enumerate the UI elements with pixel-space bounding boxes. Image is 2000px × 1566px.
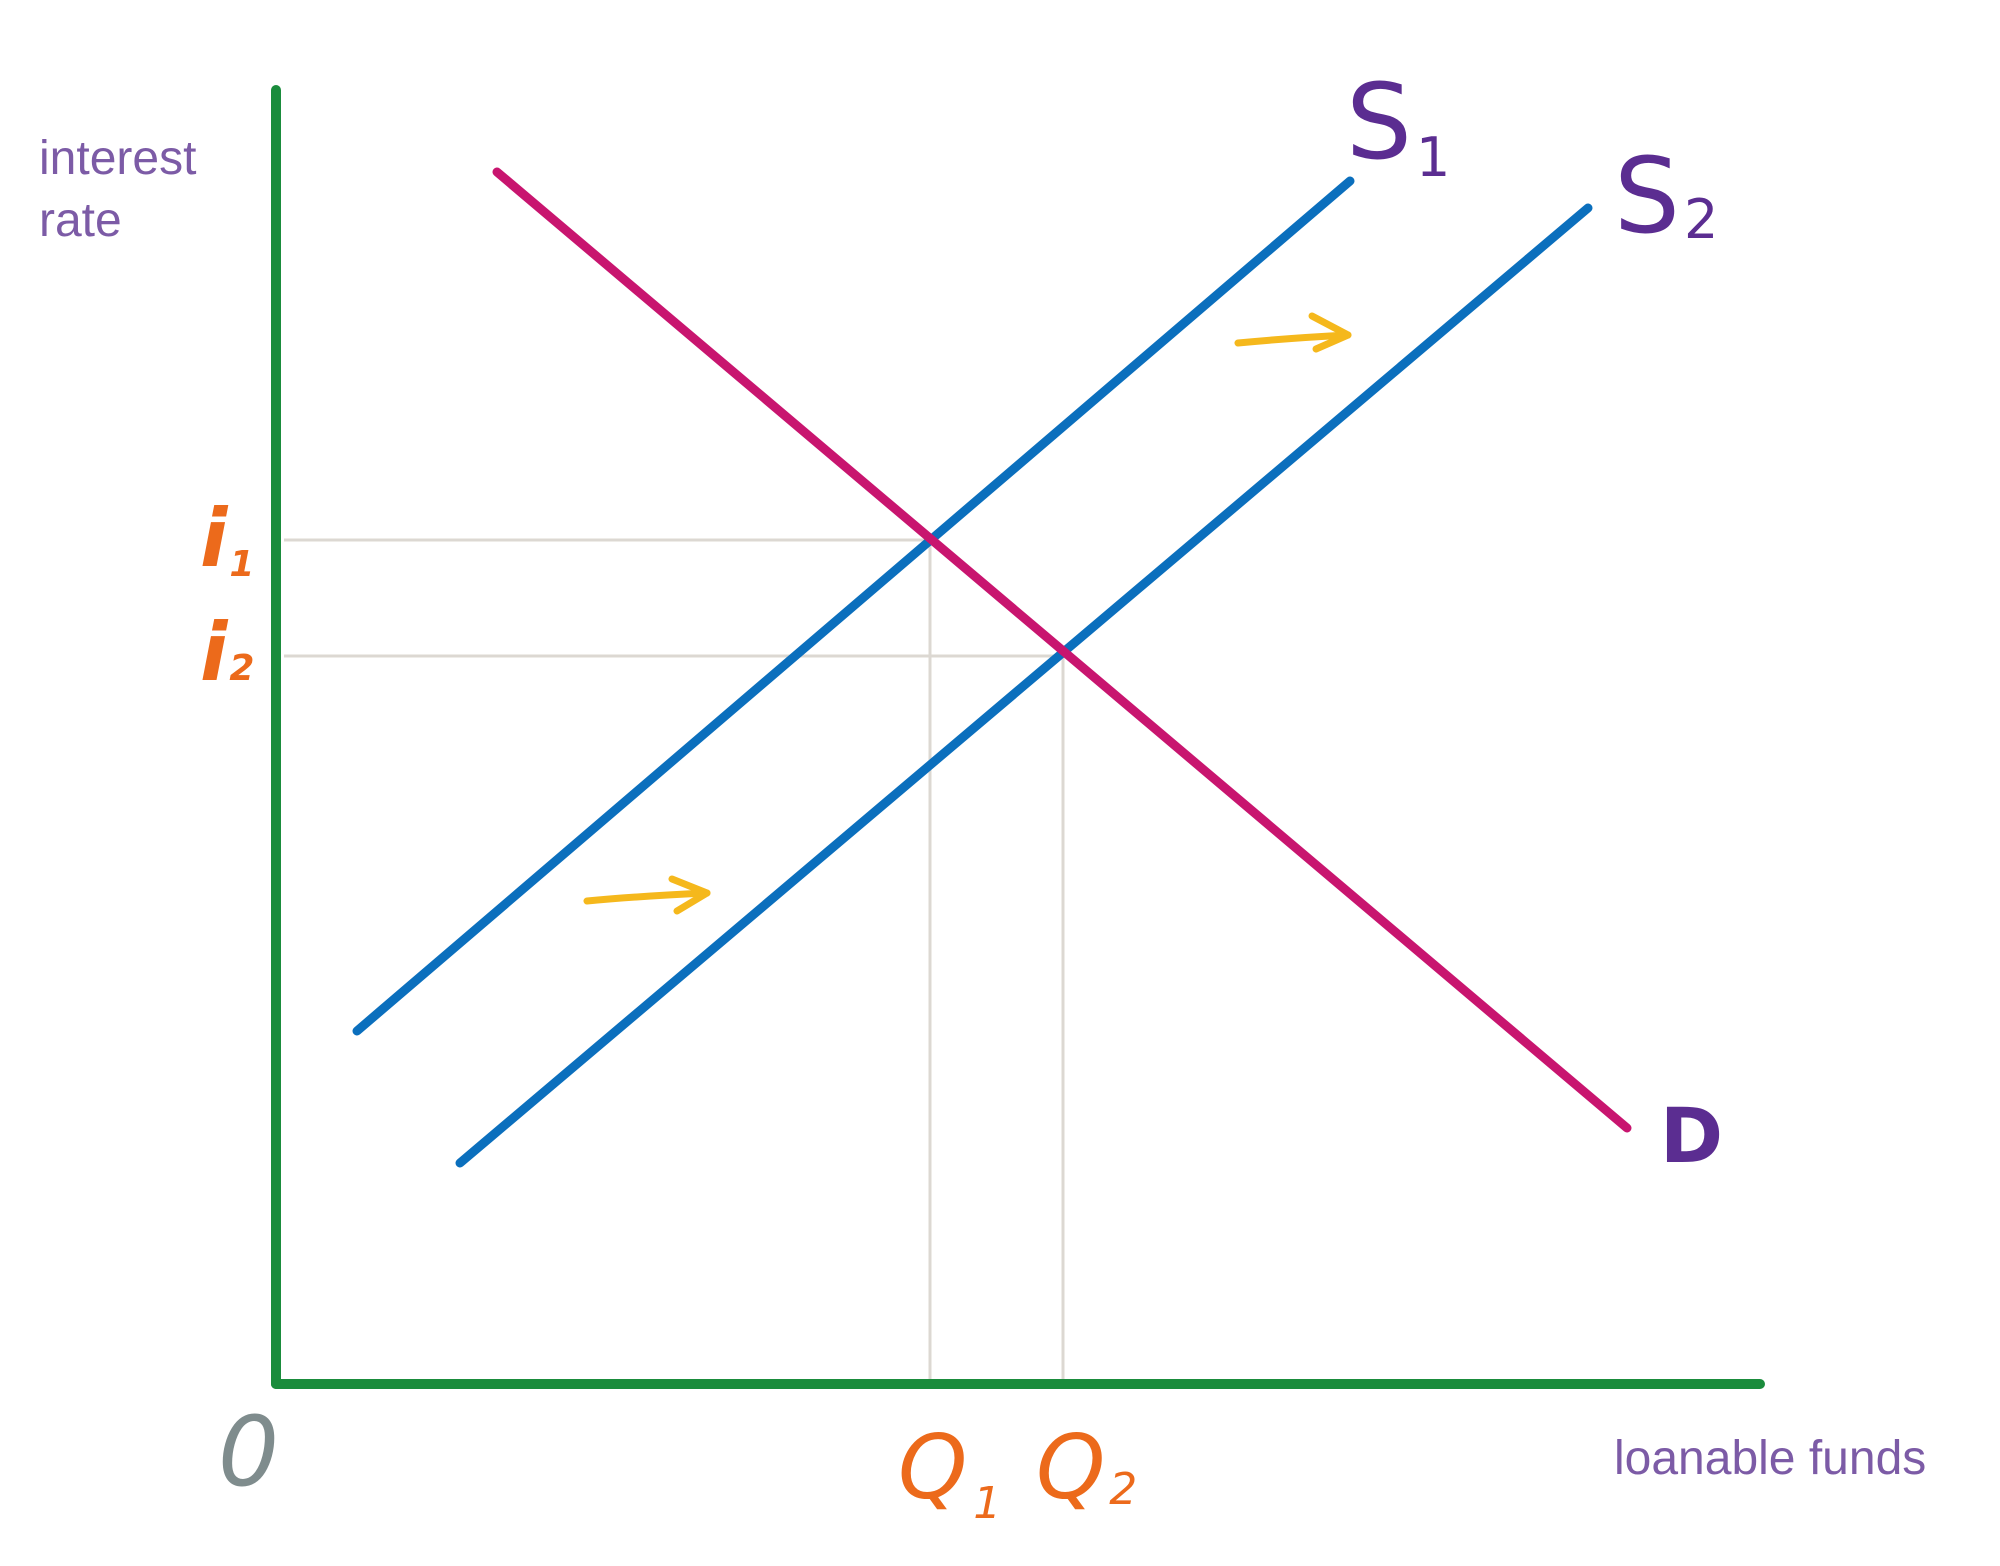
rate-1-label: i1 (200, 492, 254, 585)
supply-curve-2 (455, 203, 1593, 1168)
y-axis-label-line-2: rate (39, 194, 122, 247)
supply-2-label-sub: 2 (1684, 188, 1718, 251)
quantity-2-label-main: Q (1036, 1416, 1105, 1519)
supply-1-label-main: S (1346, 61, 1412, 183)
quantity-2-label-sub: 2 (1109, 1464, 1137, 1515)
shift-arrow-upper (1234, 312, 1352, 353)
rate-2-label-sub: 2 (229, 648, 254, 689)
rate-2-label: i2 (200, 606, 254, 699)
axes (271, 85, 1765, 1389)
supply-1-label: S1 (1346, 61, 1450, 189)
rate-1-label-main: i (200, 492, 229, 585)
supply-2-label: S2 (1614, 135, 1718, 257)
x-axis-label: loanable funds (1614, 1432, 1926, 1485)
demand-label: D (1660, 1091, 1723, 1180)
origin-label: 0 (218, 1396, 279, 1508)
rate-1-label-sub: 1 (229, 544, 254, 585)
quantity-2-label: Q2 (1036, 1416, 1137, 1519)
demand-curve (492, 167, 1632, 1133)
quantity-1-label-sub: 1 (973, 1478, 1001, 1529)
supply-2-label-main: S (1614, 135, 1680, 257)
shift-arrow-lower (583, 875, 711, 915)
rate-2-label-main: i (200, 606, 229, 699)
supply-1-label-sub: 1 (1416, 126, 1450, 189)
guide-lines (284, 538, 1065, 1384)
quantity-1-label-main: Q (898, 1416, 967, 1519)
shift-arrows (583, 312, 1352, 915)
y-axis-label-line-1: interest (39, 132, 196, 185)
curves (352, 167, 1632, 1168)
supply-curve-1 (352, 176, 1355, 1036)
